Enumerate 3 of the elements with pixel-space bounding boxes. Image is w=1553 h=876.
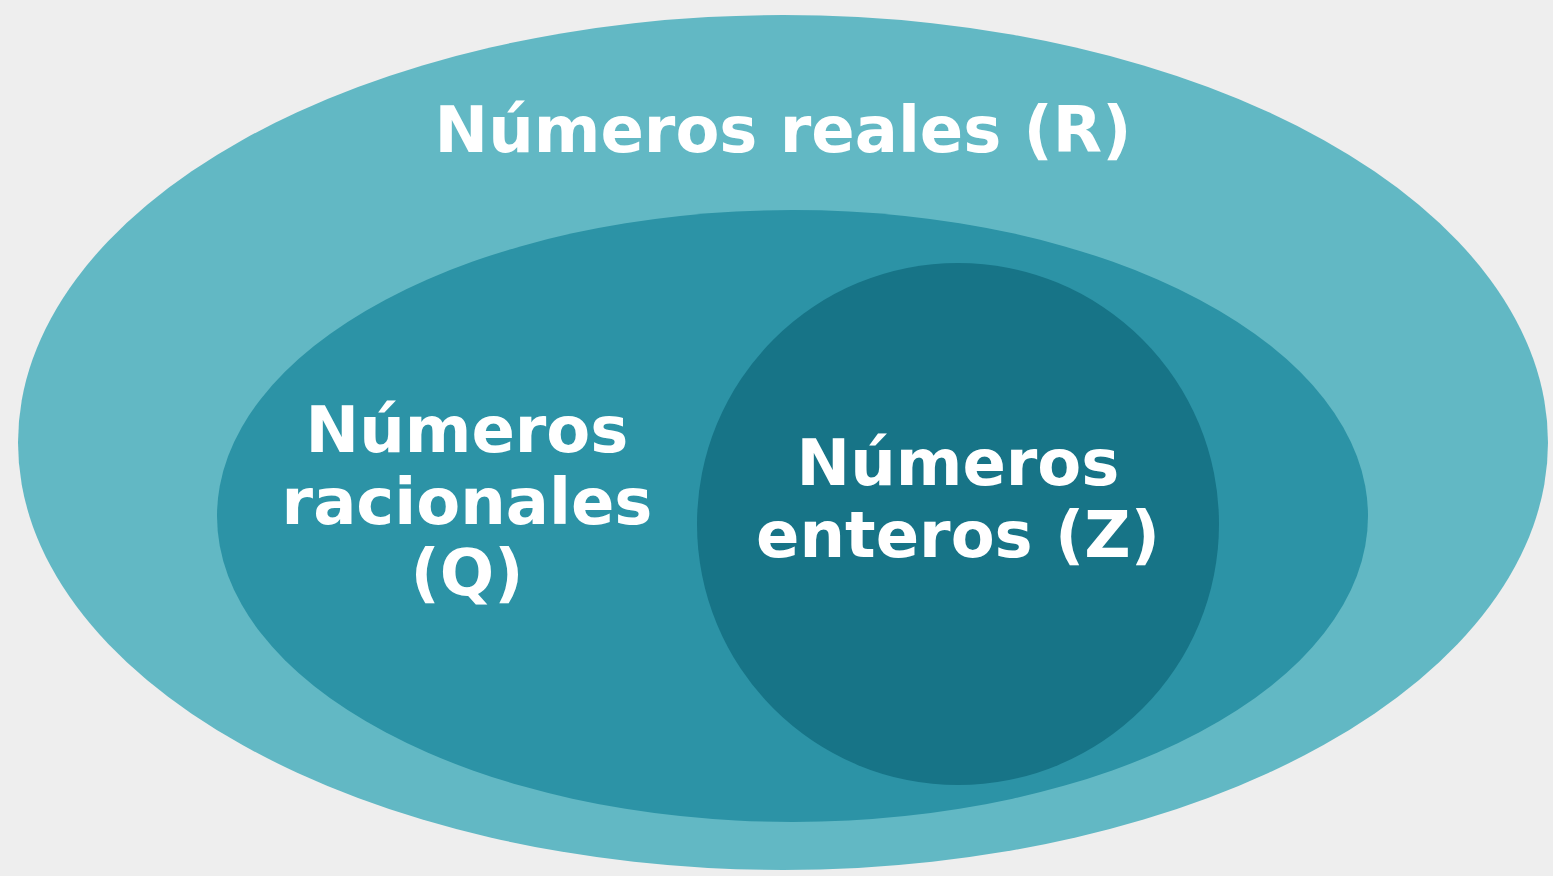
set-label: Números racionales (Q)	[280, 395, 654, 610]
set-label: Números enteros (Z)	[755, 428, 1161, 572]
set-label: Números reales (R)	[433, 95, 1133, 167]
